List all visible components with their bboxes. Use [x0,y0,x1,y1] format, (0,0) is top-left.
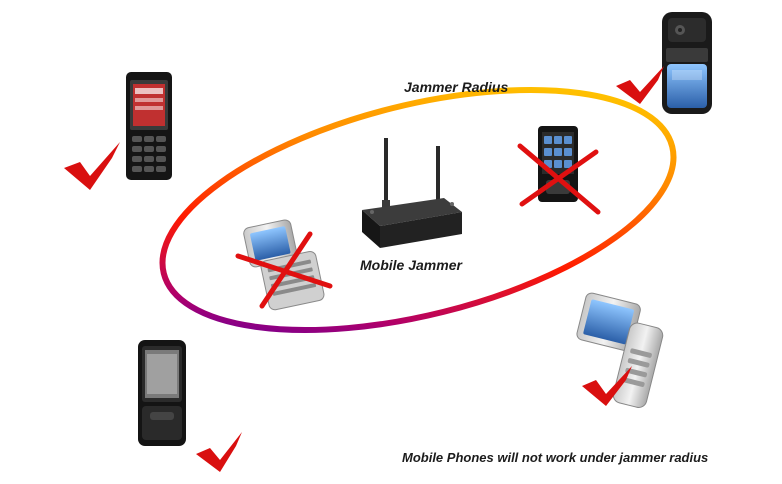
red-checkmark-icon [64,142,120,190]
phone-icon-outside-bottom-right [576,292,664,408]
caption-text: Mobile Phones will not work under jammer… [402,450,709,465]
phone-icon-outside-bottom-left [138,340,186,446]
mobile-jammer-label: Mobile Jammer [360,257,462,273]
phone-icon-outside-top-left [126,72,172,180]
red-checkmark-icon [616,66,664,104]
jammer-radius-label: Jammer Radius [404,79,509,95]
jammer-device-icon [362,138,462,248]
red-cross-icon [517,143,601,215]
phone-icon-outside-top-right [662,12,712,114]
red-checkmark-icon [582,366,632,406]
jammer-radius-ring [159,87,677,333]
red-cross-icon [235,231,333,309]
red-checkmark-icon [196,432,242,472]
